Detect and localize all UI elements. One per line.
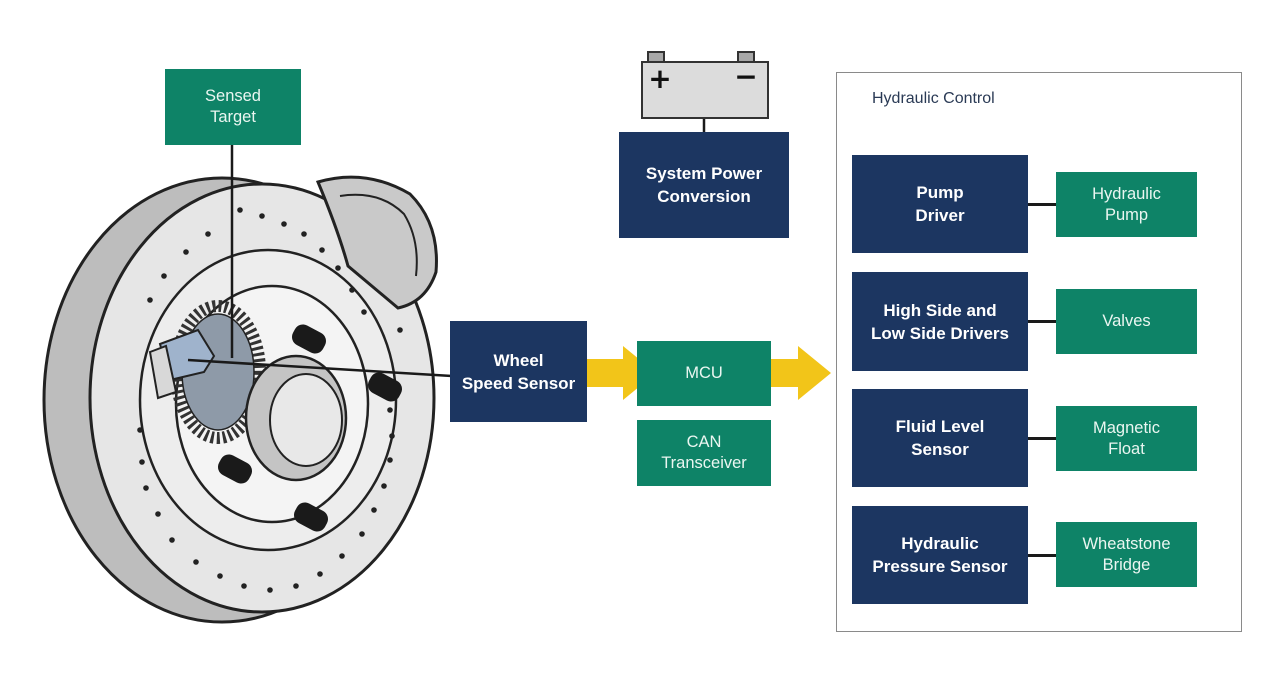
battery-negative-label: − [734,60,757,93]
pump-connector-line [1028,203,1056,206]
pump-driver-box: Pump Driver [852,155,1028,253]
hydraulic-control-title: Hydraulic Control [872,90,995,107]
valves-label: Valves [1102,312,1151,330]
fluid-level-sensor-label: Fluid Level Sensor [895,417,985,459]
arrow-mcu-to-hydraulic [770,346,831,400]
battery-positive-label: + [648,62,671,95]
valves-connector-line [1028,320,1056,323]
wheel-speed-sensor-box: Wheel Speed Sensor [450,321,587,422]
fluid-level-sensor-box: Fluid Level Sensor [852,389,1028,487]
wheel-sensor-leader-line [187,358,453,378]
hydraulic-pressure-sensor-label: Hydraulic Pressure Sensor [872,534,1008,576]
hydraulic-control-panel [836,72,1242,632]
system-power-conversion-label: System Power Conversion [645,164,763,206]
can-transceiver-box: CAN Transceiver [637,420,771,486]
mcu-box: MCU [637,341,771,406]
valves-box: Valves [1056,289,1197,354]
hydraulic-pump-box: Hydraulic Pump [1056,172,1197,237]
sensed-target-box: Sensed Target [165,69,301,145]
brake-disc-illustration [42,175,438,624]
magnetic-float-box: Magnetic Float [1056,406,1197,471]
side-drivers-box: High Side and Low Side Drivers [852,272,1028,371]
wheatstone-bridge-box: Wheatstone Bridge [1056,522,1197,587]
battery-icon: + − [641,51,769,119]
hydraulic-pressure-sensor-box: Hydraulic Pressure Sensor [852,506,1028,604]
hydraulic-pump-label: Hydraulic Pump [1092,184,1161,224]
sensed-target-label: Sensed Target [205,87,261,126]
bridge-connector-line [1028,554,1056,557]
can-transceiver-label: CAN Transceiver [661,433,747,472]
system-power-conversion-box: System Power Conversion [619,132,789,238]
magnetic-float-label: Magnetic Float [1093,418,1160,458]
wheatstone-bridge-label: Wheatstone Bridge [1082,534,1171,574]
mcu-label: MCU [685,364,723,382]
side-drivers-label: High Side and Low Side Drivers [871,300,1009,343]
float-connector-line [1028,437,1056,440]
pump-driver-label: Pump Driver [915,183,965,225]
wheel-speed-sensor-label: Wheel Speed Sensor [461,350,576,393]
